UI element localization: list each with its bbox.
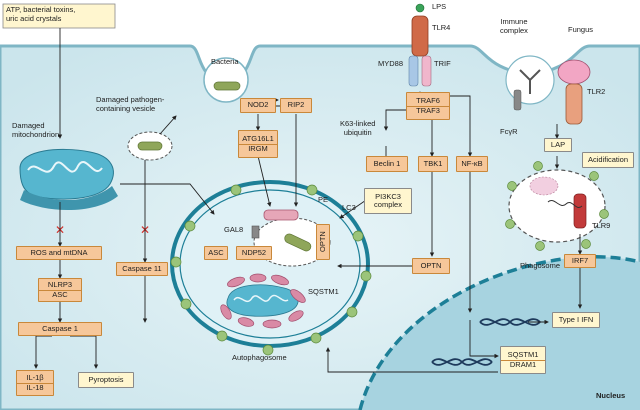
type1ifn-box: Type I IFN	[552, 312, 600, 328]
optn-vertical-box: OPTN	[316, 224, 330, 260]
lps-label: LPS	[432, 2, 447, 11]
dna-strand	[547, 200, 583, 208]
nuclear-envelope	[358, 255, 640, 410]
traf3-label: TRAF3	[407, 105, 449, 115]
traf-box: TRAF6 TRAF3	[406, 92, 450, 120]
trif-label: TRIF	[434, 59, 451, 68]
ndp52-box: NDP52	[236, 246, 272, 260]
fcgr-receptor	[513, 89, 522, 111]
fungus-label: Fungus	[568, 25, 594, 34]
phagosome-lc3	[505, 161, 609, 251]
nfkb-box: NF-κB	[456, 156, 488, 172]
sqstm1-aggregates	[220, 273, 306, 329]
lc3-label: LC3	[342, 203, 356, 212]
phagosome	[508, 169, 606, 243]
dram1-gene-label: DRAM1	[501, 359, 545, 369]
phagosome-label: Phagosome	[520, 261, 561, 270]
caspase11-box: Caspase 11	[116, 262, 168, 276]
acidification-box: Acidification	[582, 152, 634, 168]
tlr4-receptor	[411, 15, 429, 57]
tlr9-receptor	[573, 193, 587, 229]
stimulus-label: ATP, bacterial toxins, uric acid crystal…	[6, 5, 76, 23]
bacteria-label: Bacteria	[211, 57, 239, 66]
trif-adapter	[421, 55, 432, 87]
nlrp3-label: NLRP3	[47, 280, 73, 290]
autophagosome-label: Autophagosome	[232, 353, 287, 362]
myd88-adapter	[408, 55, 419, 87]
sqstm1-gene-label: SQSTM1	[507, 350, 539, 360]
nucleus-label: Nucleus	[596, 391, 626, 400]
immune-complex-label: Immune complex	[500, 17, 528, 35]
bacteria-vesicle	[203, 57, 249, 103]
nod2-box: NOD2	[240, 98, 276, 113]
gal8-label: GAL8	[224, 225, 244, 234]
tbk1-box: TBK1	[418, 156, 448, 172]
myd88-label: MYD88	[378, 59, 404, 68]
il18-label: IL-18	[17, 382, 53, 392]
sqstm1-label: SQSTM1	[308, 287, 339, 296]
traf6-label: TRAF6	[416, 96, 440, 106]
tlr9-label: TLR9	[592, 221, 611, 230]
ros-mtdna-box: ROS and mtDNA	[16, 246, 102, 260]
il1b-label: IL-1β	[26, 373, 44, 383]
atg16l1-irgm-box: ATG16L1 IRGM	[238, 130, 278, 158]
fcgr-label: FcγR	[500, 127, 518, 136]
lps-molecule	[415, 3, 425, 13]
tlr2-label: TLR2	[587, 87, 606, 96]
lc3-markers	[170, 184, 372, 356]
dna-helix-lower-b	[431, 358, 493, 366]
vesicle-bacterium	[137, 141, 163, 151]
lap-box: LAP	[544, 138, 572, 152]
pi3kc3-box: PI3KC3 complex	[364, 188, 412, 214]
atg16l1-label: ATG16L1	[242, 134, 274, 144]
stimulus-box	[2, 3, 116, 29]
inner-mitochondrion	[226, 284, 299, 317]
bacterium	[213, 81, 241, 91]
k63-label: K63-linked ubiquitin	[340, 119, 376, 137]
damaged-mitochondrion	[19, 148, 118, 211]
pyroptosis-box: Pyroptosis	[78, 372, 134, 388]
fungus-cell	[557, 59, 591, 85]
acidification-blob	[529, 176, 559, 196]
nlrp3-asc-box: NLRP3 ASC	[38, 278, 82, 302]
rip2-box: RIP2	[280, 98, 312, 113]
damaged-mitochondrion-label: Damaged mitochondrion	[12, 121, 60, 139]
optn-box: OPTN	[412, 258, 450, 274]
asc-left-label: ASC	[39, 289, 81, 299]
pe-anchor	[263, 209, 299, 221]
pathway-arrows	[33, 28, 583, 373]
pe-label: PE	[318, 195, 329, 204]
tlr2-receptor	[565, 83, 583, 125]
beclin1-box: Beclin 1	[366, 156, 408, 172]
irgm-label: IRGM	[239, 143, 277, 153]
immune-complex-antibody	[519, 69, 541, 94]
damaged-vesicle-label: Damaged pathogen- containing vesicle	[96, 95, 165, 113]
asc-mid-box: ASC	[204, 246, 228, 260]
il-box: IL-1β IL-18	[16, 370, 54, 396]
tlr4-label: TLR4	[432, 23, 451, 32]
dna-helix-upper-b	[479, 318, 541, 326]
gal8-anchor	[251, 225, 260, 239]
irf7-box: IRF7	[564, 254, 596, 268]
sqstm1-dram1-box: SQSTM1 DRAM1	[500, 346, 546, 374]
caspase1-box: Caspase 1	[18, 322, 102, 336]
inner-bacterium	[284, 233, 312, 252]
